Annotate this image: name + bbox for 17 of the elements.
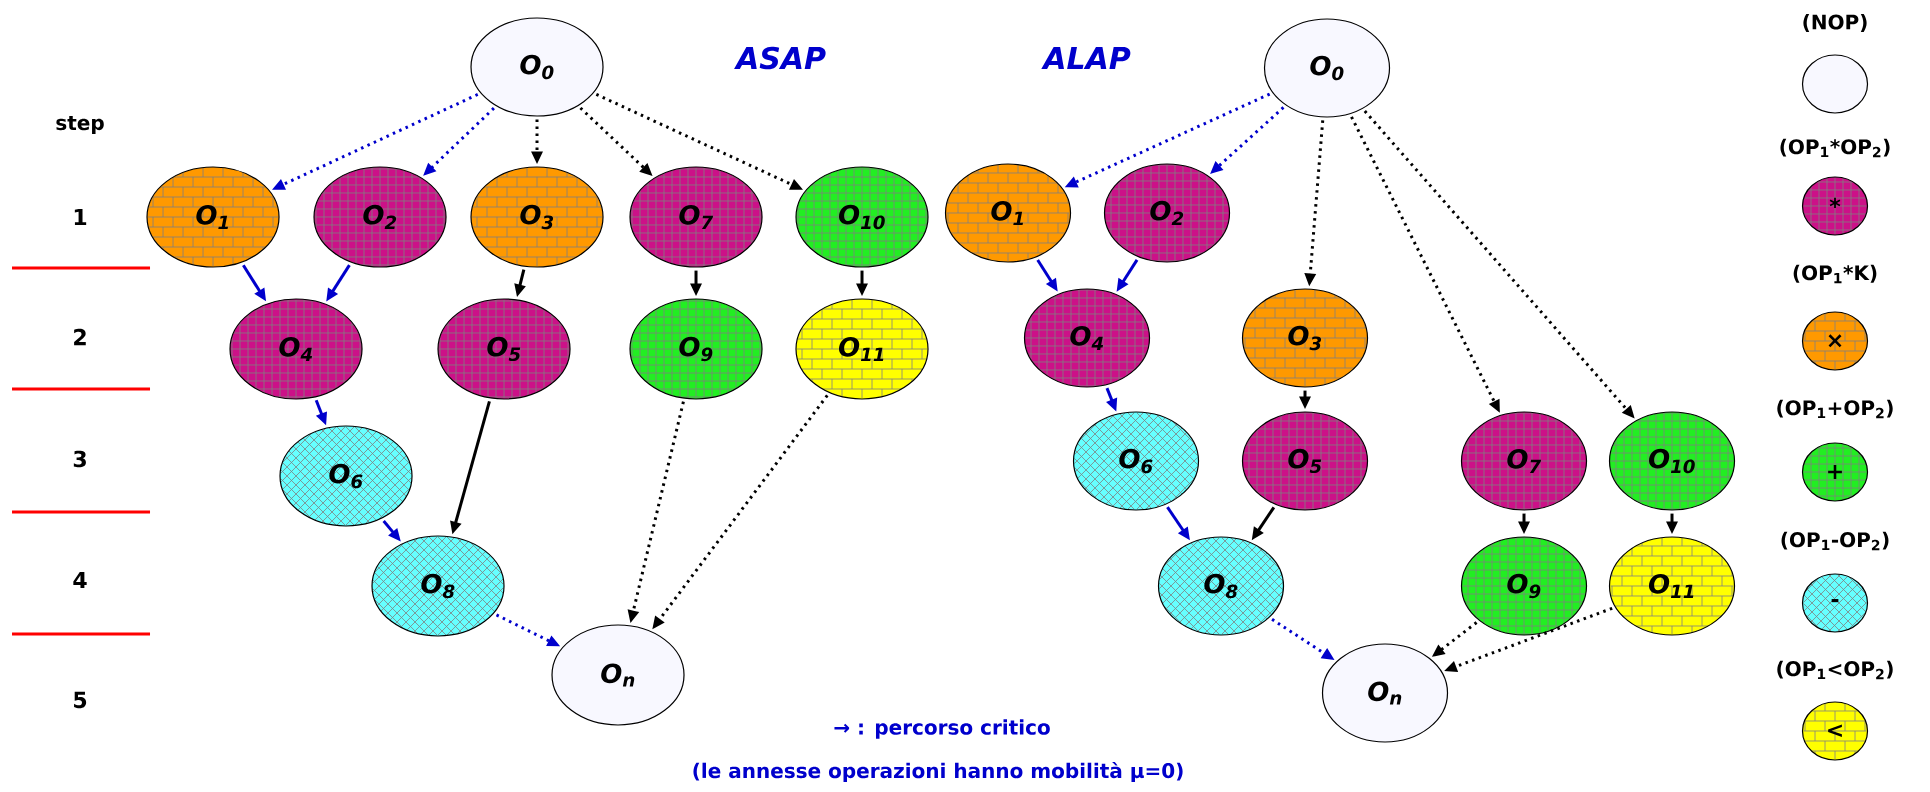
axis-title: step	[56, 115, 104, 135]
note-text: → : percorso critico	[834, 719, 1050, 739]
step-number: 2	[74, 328, 86, 346]
step-number: 5	[74, 691, 87, 709]
note-text: (le annesse operazioni hanno mobilità μ=0)	[693, 761, 1183, 783]
node-caption: (NOP)	[1803, 14, 1867, 32]
legend-circle	[1801, 54, 1869, 114]
heading: ASAP	[734, 46, 826, 70]
heading: ALAP	[1041, 47, 1131, 69]
step-number: 4	[73, 571, 87, 588]
node-caption: (OP$_{1}$<OP$_{2}$)	[1777, 660, 1893, 680]
step-number: 1	[74, 208, 87, 225]
node-caption: (OP$_{1}$-OP$_{2}$)	[1781, 531, 1889, 551]
node-caption: (OP$_{1}$*K)	[1793, 264, 1877, 284]
node-caption: (OP$_{1}$*OP$_{2}$)	[1780, 138, 1890, 158]
node-caption: (OP$_{1}$+OP$_{2}$)	[1777, 399, 1893, 419]
step-number: 3	[73, 450, 86, 468]
